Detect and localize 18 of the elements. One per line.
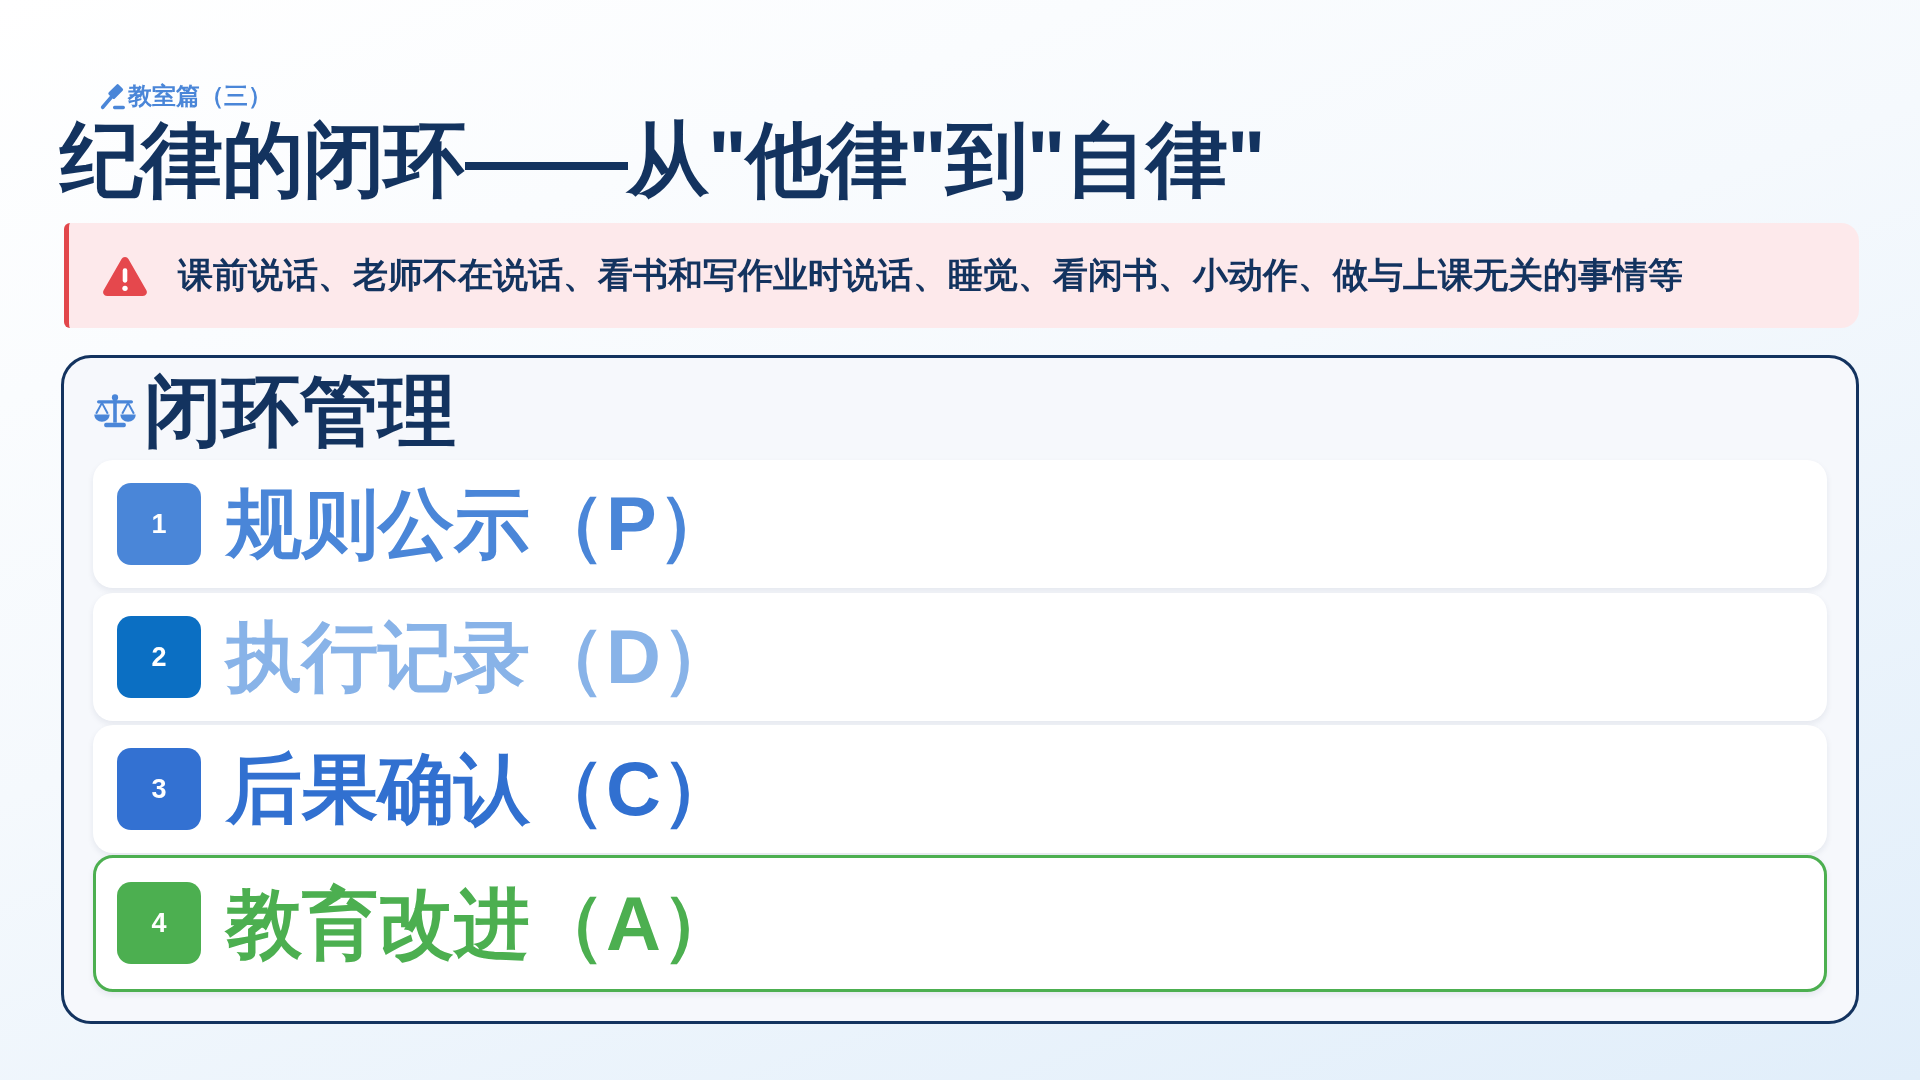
warning-text: 课前说话、老师不在说话、看书和写作业时说话、睡觉、看闲书、小动作、做与上课无关的事情等 xyxy=(178,254,1683,296)
step-number-badge: 4 xyxy=(117,882,201,964)
step-title: 教育改进（A） xyxy=(226,880,737,968)
step-title: 执行记录（D） xyxy=(226,613,737,701)
warning-banner xyxy=(64,223,1859,328)
slide-title: 纪律的闭环——从"他律"到"自律" xyxy=(60,113,1265,207)
section-label: 教室篇（三） xyxy=(128,81,272,111)
step-number-badge: 3 xyxy=(117,748,201,830)
panel-heading: 闭环管理 xyxy=(144,366,456,456)
step-number-badge: 2 xyxy=(117,616,201,698)
step-card xyxy=(93,593,1827,721)
panel xyxy=(61,355,1859,1024)
step-card xyxy=(93,855,1827,992)
step-card xyxy=(93,725,1827,853)
step-number-badge: 1 xyxy=(117,483,201,565)
step-card xyxy=(93,460,1827,588)
step-title: 规则公示（P） xyxy=(226,480,733,568)
step-title: 后果确认（C） xyxy=(226,745,737,833)
